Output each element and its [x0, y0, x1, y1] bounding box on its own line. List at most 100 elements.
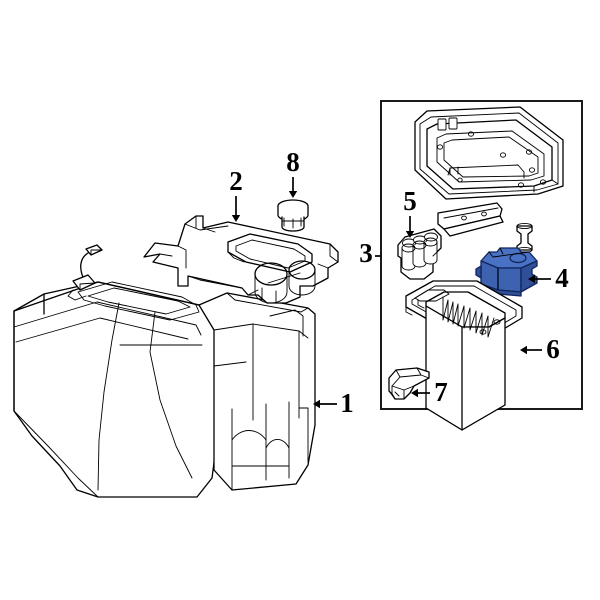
console-body-crease-upper	[13, 301, 202, 336]
callout-7-arrow-head	[411, 388, 418, 398]
module-bracket-top-ridge	[488, 251, 530, 258]
lid-boss-2	[467, 131, 475, 137]
console-harness-clip-detail	[79, 282, 96, 291]
lid-outer-bevel	[419, 112, 559, 195]
lid-slot-b	[448, 117, 458, 130]
part-compartment-lid[interactable]	[414, 106, 564, 200]
bin-boss-b	[479, 329, 487, 335]
upper-trim-right-wing-fold	[329, 243, 339, 263]
retainer-bracket-top-fold	[395, 369, 430, 379]
console-body-side-sweep-b	[97, 302, 120, 491]
console-body-rear-right-top	[298, 330, 309, 339]
cup-insert-tube-1-wall	[401, 247, 416, 271]
trim-strip-hole-a	[461, 215, 467, 221]
console-body-tray-inner	[87, 287, 191, 315]
lid-slot-a	[437, 118, 447, 131]
upper-trim-shift-opening-outer	[227, 233, 313, 273]
lid-boss-1	[436, 144, 444, 150]
cup-insert-tube-3-wall	[423, 241, 438, 265]
part-grommet-fastener[interactable]	[516, 222, 533, 254]
upper-trim-tab-c	[202, 227, 216, 233]
console-body-rear-shelf	[213, 361, 247, 367]
callout-5[interactable]: 5	[403, 186, 417, 238]
part-retainer-bracket[interactable]	[388, 367, 430, 400]
console-body-rear-arch-a	[231, 430, 267, 441]
callout-4-label: 4	[555, 263, 569, 293]
part-storage-bin[interactable]	[405, 280, 523, 431]
console-body-side-sweep-a	[149, 311, 193, 479]
bin-interior-hatching	[442, 296, 495, 338]
lid-recess-floor	[443, 136, 539, 178]
callout-2-arrow-head	[231, 215, 241, 222]
upper-trim-tab-b	[184, 223, 229, 231]
part-console-module-bracket[interactable]	[475, 247, 538, 297]
retainer-bracket-notch-b	[388, 390, 396, 400]
upper-trim-cup-well-right-depth	[288, 271, 316, 296]
upper-trim-left-wing-fold	[177, 245, 187, 269]
part-trim-strip[interactable]	[437, 202, 504, 237]
bin-body-bottom-right	[461, 404, 506, 431]
retainer-bracket-notch-a	[394, 391, 400, 397]
retainer-bracket-body	[388, 367, 430, 400]
module-bracket-top-step	[499, 247, 504, 255]
grommet-body	[516, 225, 533, 251]
retainer-bracket-tip	[416, 367, 422, 376]
lid-boss-8	[457, 177, 463, 183]
callout-6-label: 6	[546, 334, 560, 364]
callout-5-label: 5	[403, 186, 417, 216]
console-body-rear-block	[198, 292, 316, 491]
lid-boss-5	[528, 167, 536, 173]
console-body-rear-notch	[269, 309, 304, 337]
lid-hinge-rail	[447, 164, 525, 179]
cup-insert-base-edge	[432, 247, 442, 257]
part-console-body[interactable]	[13, 244, 316, 498]
lid-recess-inner	[436, 130, 545, 183]
lid-boss-6	[517, 182, 525, 188]
upper-trim-cup-divider	[267, 272, 301, 284]
part-console-plug-cap[interactable]	[277, 199, 309, 232]
upper-trim-cup-well-left-depth	[254, 275, 288, 304]
console-body-rear-arch-b	[265, 439, 290, 449]
lid-boss-4	[525, 149, 533, 155]
console-body-front-skirt	[13, 410, 99, 498]
console-body-rear-right-panel	[298, 407, 309, 463]
console-harness-foot	[67, 289, 87, 301]
callout-1[interactable]: 1	[313, 388, 354, 418]
callout-3[interactable]: 3	[359, 238, 373, 268]
cup-insert-base-notch	[397, 255, 402, 259]
callout-8[interactable]: 8	[286, 147, 300, 198]
module-bracket-right-face	[520, 260, 538, 293]
lid-boss-3	[499, 152, 507, 158]
console-body-top-rail	[13, 281, 200, 312]
upper-trim-cup-well-left	[254, 262, 288, 286]
callout-8-arrow-head	[288, 191, 298, 198]
bin-flange-tab-left	[417, 299, 425, 309]
module-bracket-front-face	[497, 267, 522, 293]
lid-edge-tick-b	[551, 179, 559, 185]
trim-strip-crease	[443, 207, 499, 219]
upper-trim-cup-well-right	[288, 260, 316, 280]
console-harness-connector-detail	[90, 249, 103, 256]
callout-6-arrow-head	[520, 345, 527, 355]
callout-1-arrow-head	[313, 399, 320, 409]
callout-4[interactable]: 4	[528, 263, 569, 293]
callout-3-label: 3	[359, 238, 373, 268]
part-console-upper-trim-panel[interactable]	[143, 215, 339, 304]
callout-7[interactable]: 7	[411, 377, 448, 407]
cup-insert-tube-2-wall	[412, 244, 427, 268]
grommet-top-cap	[516, 222, 533, 230]
upper-trim-right-wing-edge	[317, 263, 329, 269]
module-bracket-left-tab	[475, 265, 482, 279]
upper-trim-front-skirt	[187, 275, 243, 289]
callout-1-label: 1	[340, 388, 354, 418]
callout-2[interactable]: 2	[229, 166, 243, 222]
part-cup-holder-insert[interactable]	[397, 228, 442, 280]
callout-6[interactable]: 6	[520, 334, 560, 364]
callout-2-label: 2	[229, 166, 243, 196]
callout-layer: 1 2 3 4 5 6 7 8	[229, 147, 569, 418]
upper-trim-shift-lip	[227, 251, 245, 263]
bin-body-bottom-left	[425, 407, 463, 431]
callout-7-label: 7	[434, 377, 448, 407]
